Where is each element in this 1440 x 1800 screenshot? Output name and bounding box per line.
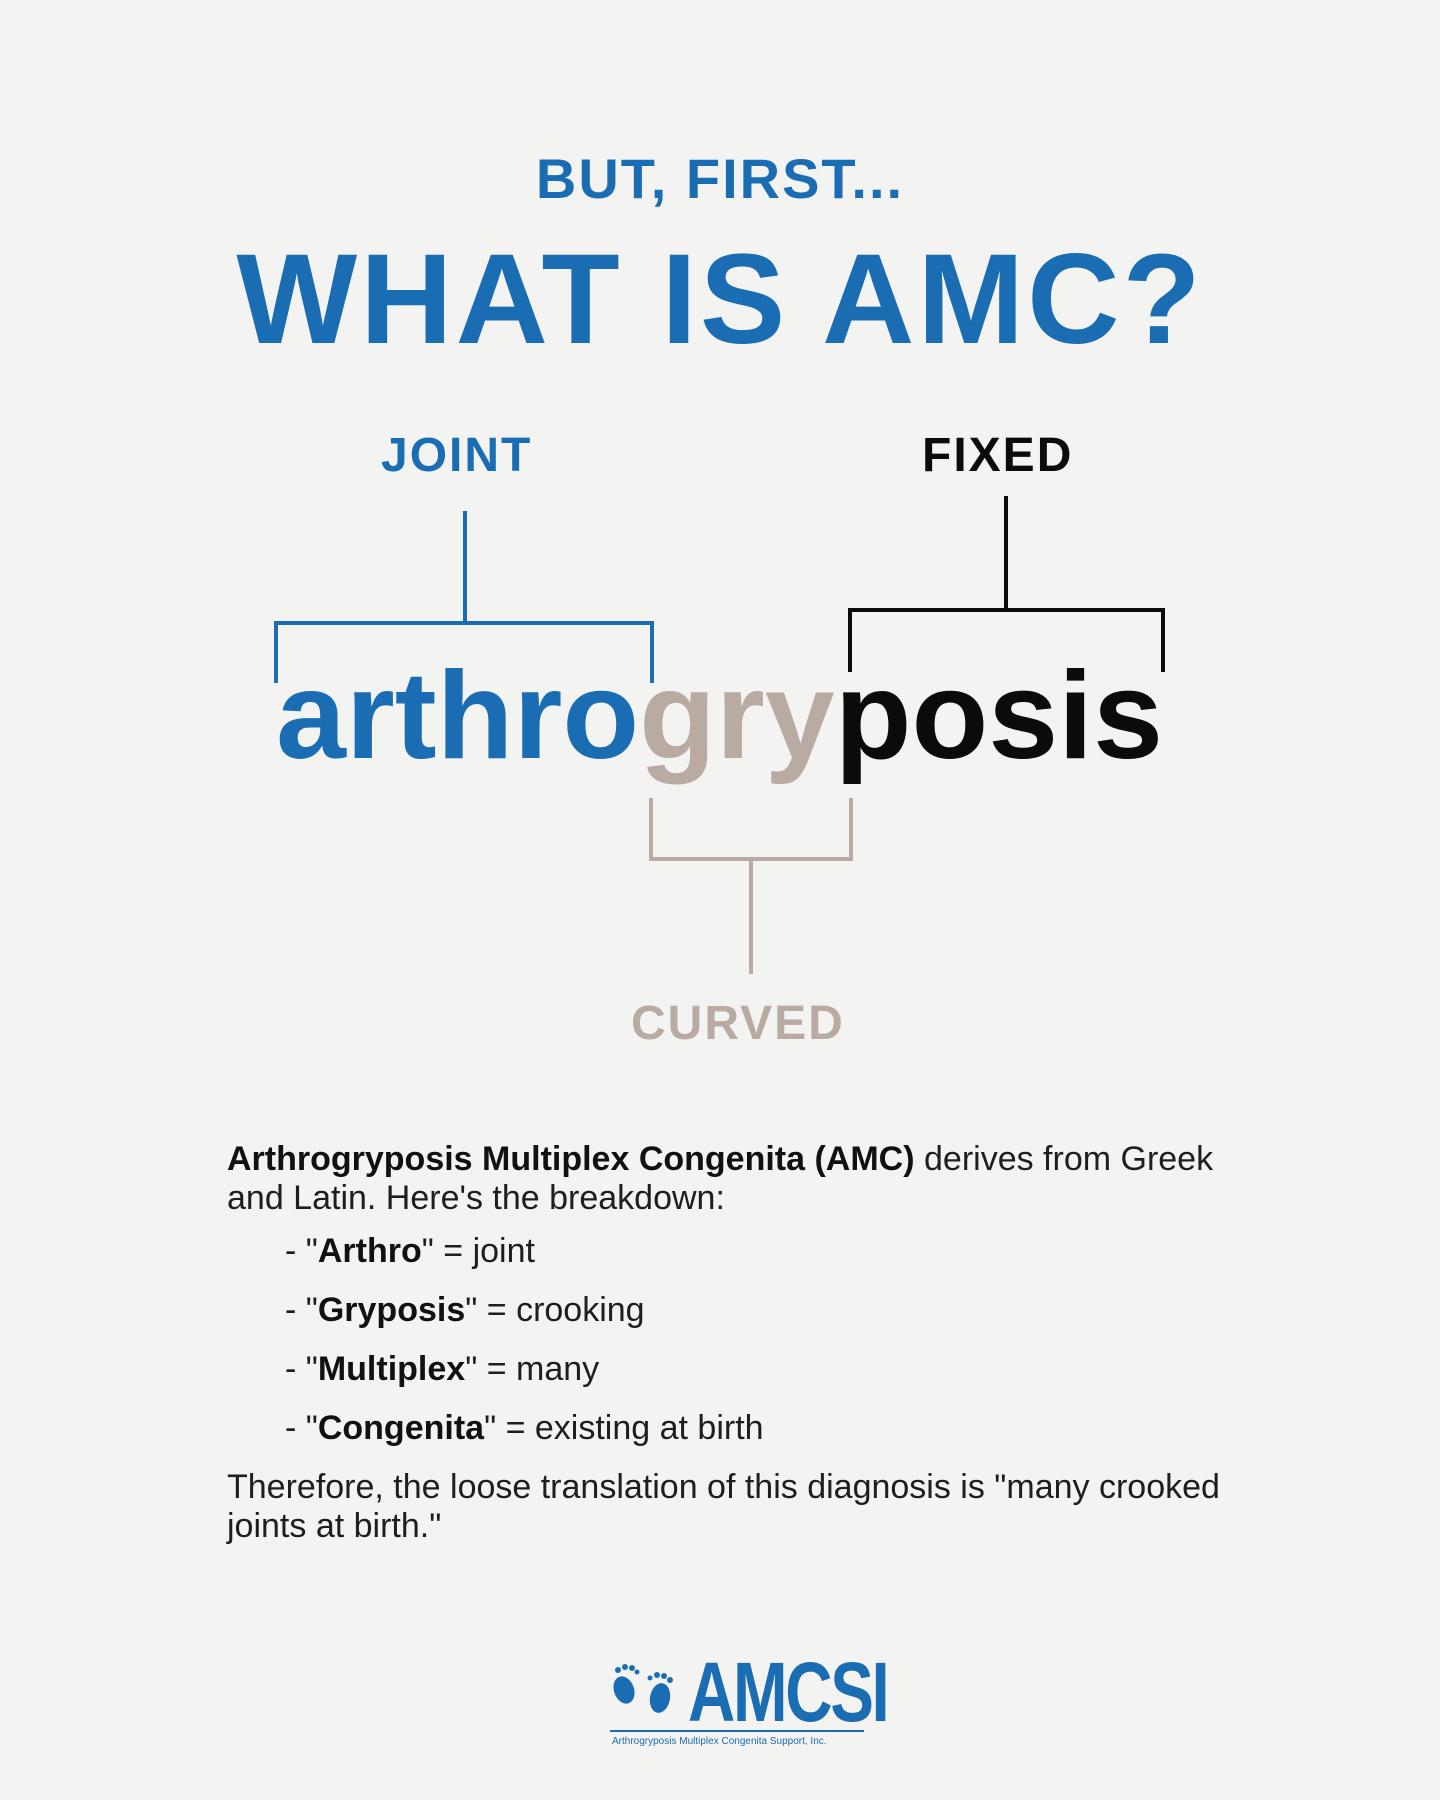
explanation-text: Arthrogryposis Multiplex Congenita (AMC)… — [227, 1140, 1227, 1546]
label-fixed: FIXED — [922, 429, 1074, 482]
conclusion-paragraph: Therefore, the loose translation of this… — [227, 1468, 1220, 1545]
word-part-arthro: arthro — [276, 647, 639, 785]
logo-wordmark: AMCSI — [688, 1645, 890, 1739]
list-item: - "Multiplex" = many — [285, 1350, 600, 1388]
list-item: - "Gryposis" = crooking — [285, 1291, 645, 1329]
list-item: - "Arthro" = joint — [285, 1232, 535, 1270]
bracket-fixed — [848, 496, 1165, 672]
word-part-gry: gry — [639, 647, 835, 785]
intro-rest: derives from Greek and Latin. Here's the… — [227, 1140, 1214, 1217]
intro-paragraph: Arthrogryposis Multiplex Congenita (AMC)… — [227, 1140, 1227, 1218]
kicker-heading: BUT, FIRST... — [535, 147, 905, 210]
logo-divider — [610, 1730, 864, 1732]
word-arthrogryposis: arthrogryposis — [276, 647, 1163, 785]
breakdown-list: - "Arthro" = joint - "Gryposis" = crooki… — [285, 1232, 1227, 1448]
page-title: WHAT IS AMC? — [236, 228, 1204, 371]
footprints-icon — [613, 1664, 673, 1713]
label-joint: JOINT — [381, 429, 533, 482]
bracket-curved — [649, 798, 853, 974]
word-part-posis: posis — [835, 647, 1163, 785]
logo-subtitle: Arthrogryposis Multiplex Congenita Suppo… — [612, 1736, 827, 1747]
etymology-diagram: arthrogryposis — [274, 496, 1165, 974]
intro-bold: Arthrogryposis Multiplex Congenita (AMC) — [227, 1140, 915, 1178]
list-item: - "Congenita" = existing at birth — [285, 1409, 764, 1447]
label-curved: CURVED — [631, 997, 845, 1050]
bracket-joint — [274, 511, 654, 683]
